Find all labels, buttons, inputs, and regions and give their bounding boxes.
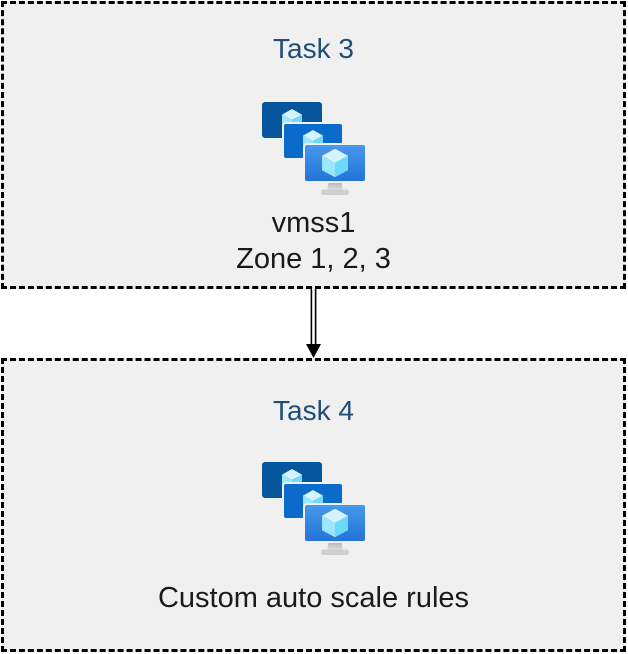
autoscale-rules-label: Custom auto scale rules — [157, 582, 470, 614]
zones-label: Zone 1, 2, 3 — [236, 243, 391, 275]
vmss-name-label: vmss1 — [271, 207, 356, 239]
vm-scale-sets-icon — [261, 462, 367, 555]
vm-scale-sets-icon — [261, 102, 367, 195]
task4-box: Task 4 Cus — [1, 358, 626, 652]
double-line-arrow-icon — [306, 289, 321, 358]
task3-labels: vmss1 Zone 1, 2, 3 — [236, 205, 391, 277]
task3-box: Task 3 vms — [1, 1, 626, 289]
task4-labels: Custom auto scale rules — [158, 580, 469, 616]
down-arrow-connector — [303, 289, 324, 358]
task4-title: Task 4 — [273, 395, 354, 426]
task3-title: Task 3 — [273, 33, 354, 64]
